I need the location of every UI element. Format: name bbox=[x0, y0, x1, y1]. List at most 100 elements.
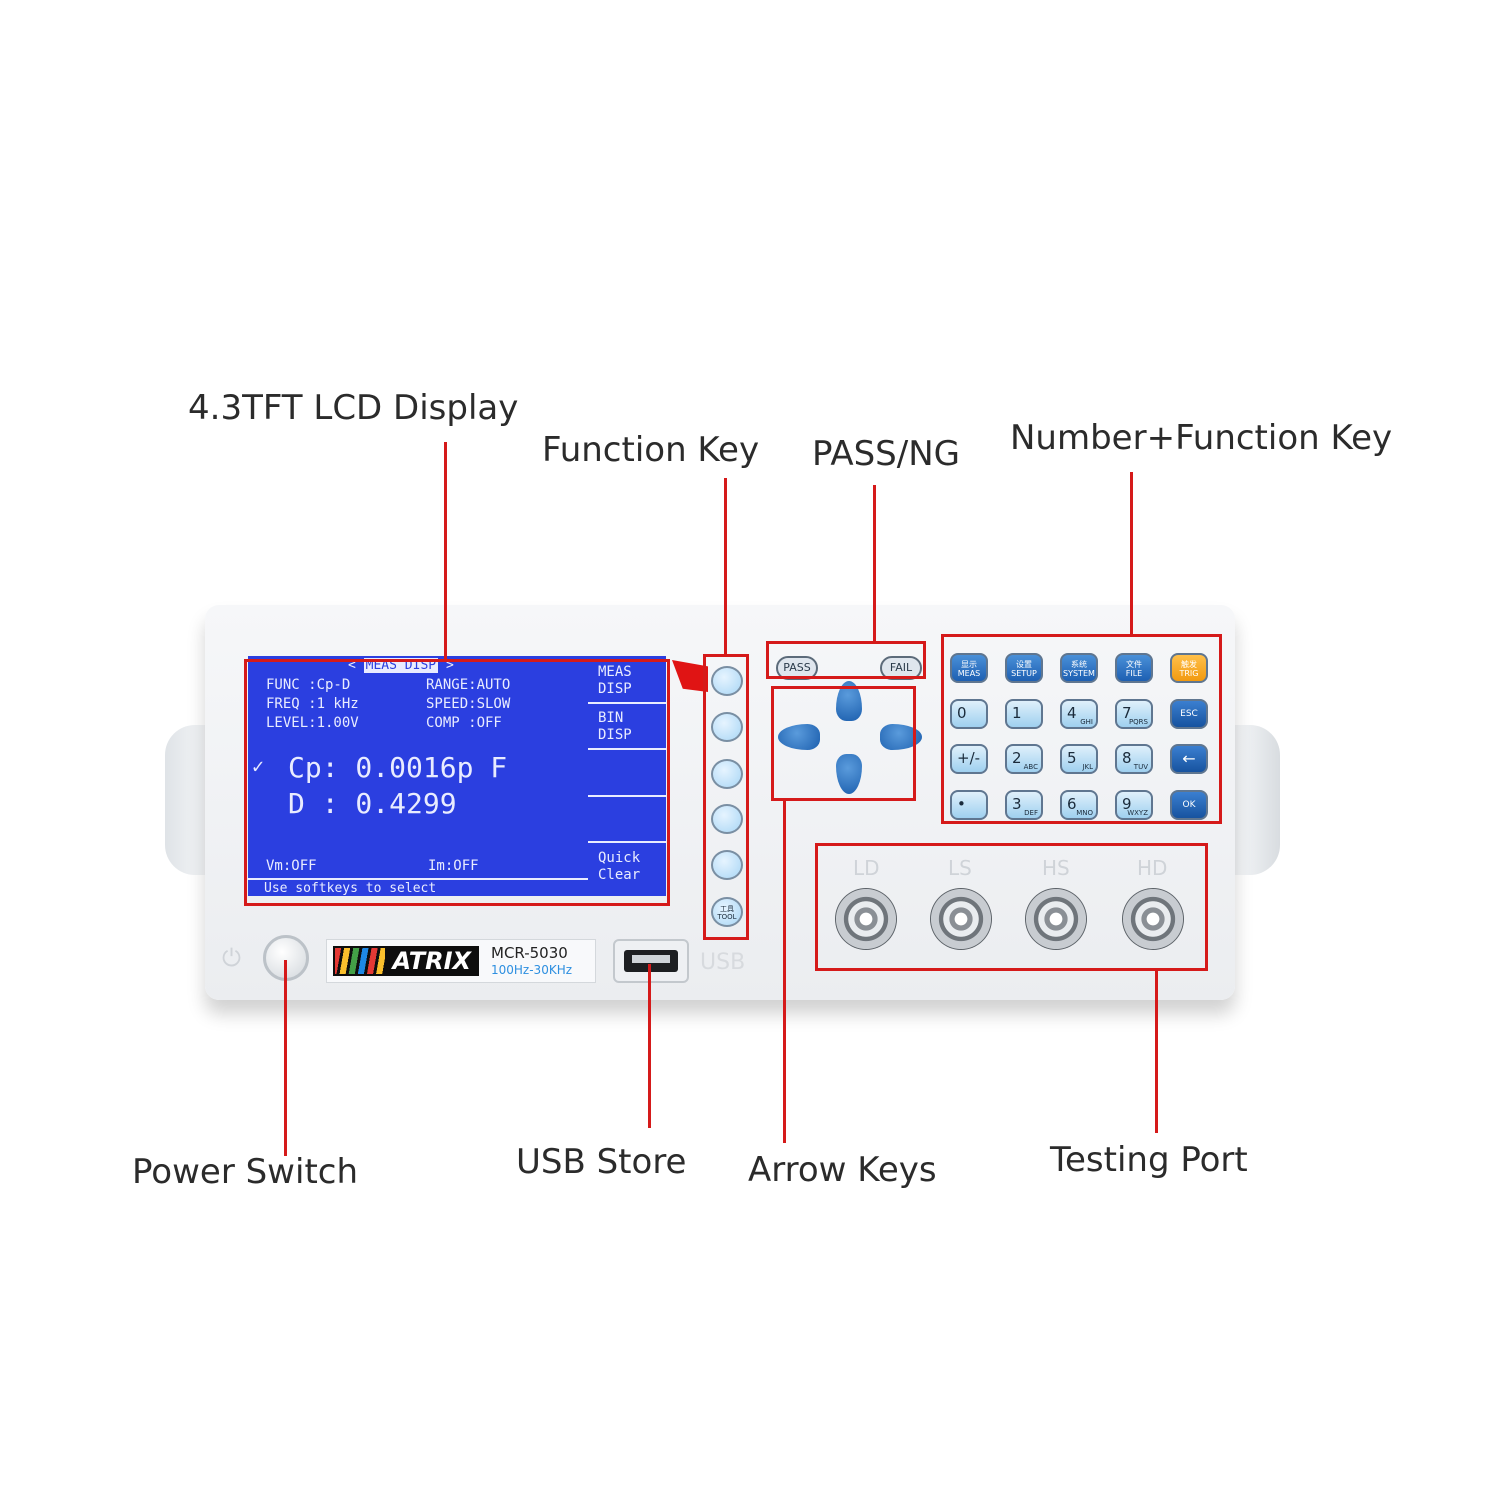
lcd-func: FUNC :Cp-D bbox=[266, 677, 351, 693]
function-key-leader-line bbox=[724, 478, 727, 654]
brand-logo-stripes bbox=[335, 948, 385, 974]
softkey-4-button[interactable] bbox=[711, 804, 743, 834]
lcd-level: LEVEL:1.00V bbox=[266, 715, 359, 731]
key-3-label: 3 bbox=[1012, 795, 1022, 813]
arrow-keys-leader-line bbox=[783, 801, 786, 1143]
testing-port-callout: Testing Port bbox=[1050, 1140, 1248, 1180]
key-5-sub: JKL bbox=[1082, 763, 1093, 771]
softkey-label-1: MEAS DISP bbox=[598, 664, 632, 697]
bnc-port-ld[interactable] bbox=[835, 888, 897, 950]
system-key-label: SYSTEM bbox=[1063, 669, 1095, 678]
lcd-display-callout: 4.3TFT LCD Display bbox=[188, 388, 519, 428]
tool-button[interactable]: 工具 TOOL bbox=[711, 897, 743, 927]
meas-key-label: MEAS bbox=[957, 669, 981, 678]
softkey-divider bbox=[588, 795, 666, 797]
key-dot[interactable]: • bbox=[950, 790, 988, 820]
ok-key[interactable]: OK bbox=[1170, 790, 1208, 820]
lcd-range: RANGE:AUTO bbox=[426, 677, 511, 693]
meas-key-cn: 显示 bbox=[961, 660, 977, 669]
softkey-divider bbox=[588, 841, 666, 843]
key-3-sub: DEF bbox=[1024, 809, 1038, 817]
lcd-freq: FREQ :1 kHz bbox=[266, 696, 359, 712]
number-function-key-callout: Number+Function Key bbox=[1010, 418, 1393, 458]
key-9-sub: WXYZ bbox=[1127, 809, 1148, 817]
lcd-leader-line bbox=[444, 442, 447, 660]
pass-ng-leader-line bbox=[873, 485, 876, 642]
frequency-range: 100Hz-30KHz bbox=[491, 963, 573, 977]
lcd-secondary-reading: D : 0.4299 bbox=[288, 787, 457, 820]
arrow-keys-highlight-box bbox=[771, 686, 916, 801]
key-6-label: 6 bbox=[1067, 795, 1077, 813]
key-7-sub: PQRS bbox=[1128, 718, 1148, 726]
model-number: MCR-5030 bbox=[491, 944, 568, 962]
key-2-label: 2 bbox=[1012, 749, 1022, 767]
backspace-key[interactable]: ← bbox=[1170, 744, 1208, 774]
arrow-left-button[interactable] bbox=[778, 724, 820, 750]
softkey-3-button[interactable] bbox=[711, 759, 743, 789]
key-0-label: 0 bbox=[957, 704, 967, 722]
lcd-primary-reading: Cp: 0.0016p F bbox=[288, 751, 508, 784]
key-9-label: 9 bbox=[1122, 795, 1132, 813]
file-key-label: FILE bbox=[1125, 669, 1143, 678]
usb-store-leader-line bbox=[648, 964, 651, 1128]
esc-key[interactable]: ESC bbox=[1170, 699, 1208, 729]
pass-ng-callout: PASS/NG bbox=[812, 434, 960, 474]
brand-plate: ATRIX MCR-5030 100Hz-30KHz bbox=[326, 939, 596, 983]
key-7-label: 7 bbox=[1122, 704, 1132, 722]
system-key-cn: 系统 bbox=[1071, 660, 1087, 669]
lcd-status-text: Use softkeys to select bbox=[264, 881, 437, 896]
port-label-hs: HS bbox=[1042, 856, 1070, 880]
key-2-sub: ABC bbox=[1023, 763, 1038, 771]
key-plus-minus-label: +/- bbox=[957, 749, 981, 767]
trig-key-cn: 触发 bbox=[1181, 660, 1197, 669]
usb-port[interactable] bbox=[613, 939, 689, 983]
softkey-2-button[interactable] bbox=[711, 712, 743, 742]
power-switch-callout: Power Switch bbox=[132, 1152, 359, 1192]
key-dot-label: • bbox=[957, 795, 966, 813]
bnc-port-hs[interactable] bbox=[1025, 888, 1087, 950]
key-4-sub: GHI bbox=[1080, 718, 1093, 726]
softkey-label-2: BIN DISP bbox=[598, 710, 632, 743]
port-label-ls: LS bbox=[948, 856, 972, 880]
testing-port-leader-line bbox=[1155, 971, 1158, 1133]
softkey-5-button[interactable] bbox=[711, 850, 743, 880]
softkey-divider bbox=[588, 748, 666, 750]
lcd-comp: COMP :OFF bbox=[426, 715, 502, 731]
lcd-header-right: > bbox=[445, 658, 454, 673]
usb-store-callout: USB Store bbox=[516, 1142, 687, 1182]
arrow-keys-callout: Arrow Keys bbox=[748, 1150, 937, 1190]
testing-port-highlight-box bbox=[815, 843, 1208, 971]
tool-label-cn: 工具 bbox=[720, 905, 734, 913]
key-plus-minus[interactable]: +/- bbox=[950, 744, 988, 774]
bnc-port-ls[interactable] bbox=[930, 888, 992, 950]
trig-key-label: TRIG bbox=[1179, 669, 1199, 678]
file-key-cn: 文件 bbox=[1126, 660, 1142, 669]
lcd-header-left: < bbox=[348, 658, 356, 673]
setup-key-cn: 设置 bbox=[1016, 660, 1032, 669]
setup-key-label: SETUP bbox=[1011, 669, 1037, 678]
bnc-port-hd[interactable] bbox=[1122, 888, 1184, 950]
port-label-ld: LD bbox=[853, 856, 880, 880]
key-1[interactable]: 1 bbox=[1005, 699, 1043, 729]
lcd-screen: < MEAS DISP > FUNC :Cp-D FREQ :1 kHz LEV… bbox=[248, 656, 666, 896]
keypad-highlight-box bbox=[941, 634, 1222, 824]
softkey-1-button[interactable] bbox=[711, 666, 743, 696]
lcd-vm: Vm:OFF bbox=[266, 858, 317, 874]
softkey-divider bbox=[588, 702, 666, 704]
key-8-label: 8 bbox=[1122, 749, 1132, 767]
key-0[interactable]: 0 bbox=[950, 699, 988, 729]
softkey-label-5: Quick Clear bbox=[598, 850, 641, 883]
